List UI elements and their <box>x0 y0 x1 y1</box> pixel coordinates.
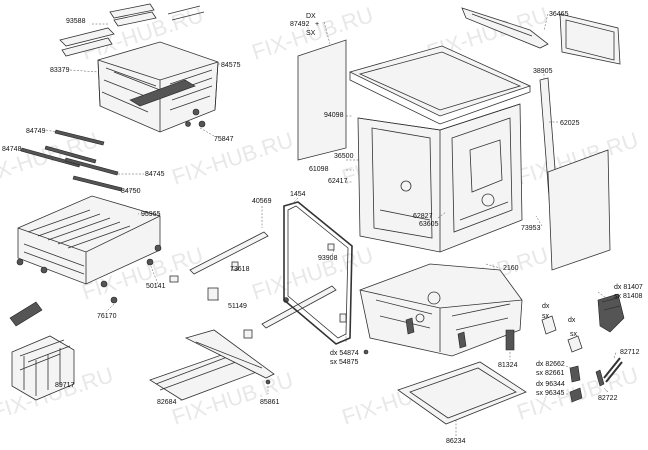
label-73618: 73618 <box>230 266 250 273</box>
label-82662: dx 82662 <box>536 361 565 368</box>
label-75847: 75847 <box>214 136 234 143</box>
label-94098: 94098 <box>324 112 344 119</box>
label-63605: 63605 <box>419 221 439 228</box>
label-sx-mid2: sx <box>570 331 578 338</box>
label-81324: 81324 <box>498 362 518 369</box>
cutlery-basket <box>11 335 75 401</box>
side-panel-right <box>547 149 611 271</box>
label-87492: 87492 <box>290 21 310 28</box>
label-sx-mid: sx <box>542 313 550 320</box>
label-51149: 51149 <box>228 303 247 310</box>
label-54874: dx 54874 <box>330 350 359 357</box>
label-84750: 84750 <box>121 188 141 195</box>
label-54875: sx 54875 <box>330 359 359 366</box>
label-50141: 50141 <box>146 283 166 290</box>
label-82722: 82722 <box>598 395 618 402</box>
watermark-9: FIX-HUB.RU <box>249 242 376 305</box>
leader-lines <box>20 13 617 436</box>
label-85861: 85861 <box>260 399 280 406</box>
label-dx-mid2: dx <box>568 317 576 324</box>
foot-81324 <box>505 329 515 351</box>
side-panel-left <box>297 39 347 161</box>
lower-basket <box>16 195 162 288</box>
label-81408: sx 81408 <box>614 293 643 300</box>
label-86234: 86234 <box>446 438 466 445</box>
label-dx-top: DX <box>306 13 316 20</box>
top-frame <box>461 7 549 49</box>
label-40569: 40569 <box>252 198 272 205</box>
label-62417: 62417 <box>328 178 348 185</box>
label-plus: + <box>315 21 319 28</box>
label-93908: 93908 <box>318 255 338 262</box>
label-82661: sx 82661 <box>536 370 565 377</box>
label-dx-mid: dx <box>542 303 550 310</box>
rear-cover <box>559 13 621 65</box>
label-82684: 82684 <box>157 399 177 406</box>
cup-rack-top <box>59 3 205 57</box>
label-96344: dx 96344 <box>536 381 565 388</box>
label-84745: 84745 <box>145 171 165 178</box>
label-82712: 82712 <box>620 349 640 356</box>
label-38905: 38905 <box>533 68 553 75</box>
label-sx-top: SX <box>306 30 316 37</box>
label-84749: 84749 <box>26 128 46 135</box>
worktop <box>348 45 532 125</box>
basket-rails <box>189 231 337 339</box>
label-62827: 62827 <box>413 213 433 220</box>
label-96345: sx 96345 <box>536 390 565 397</box>
label-84575: 84575 <box>221 62 241 69</box>
label-81407: dx 81407 <box>614 284 643 291</box>
label-93588: 93588 <box>66 18 86 25</box>
label-84748: 84748 <box>2 146 22 153</box>
label-73953: 73953 <box>521 225 541 232</box>
label-83379: 83379 <box>50 67 70 74</box>
label-89717: 89717 <box>55 382 75 389</box>
label-36465: 36465 <box>549 11 569 18</box>
door-rail <box>184 329 275 385</box>
upper-basket <box>97 41 219 133</box>
cutlery-strips <box>20 129 123 192</box>
part-labels: 93588 83379 84575 75847 84749 84748 8474… <box>2 11 643 445</box>
tub-body <box>357 103 523 253</box>
label-61098: 61098 <box>309 166 329 173</box>
base-assembly <box>359 263 523 357</box>
small-connectors <box>327 243 369 355</box>
basket-handle-part <box>9 275 179 327</box>
label-2160: 2160 <box>503 265 519 272</box>
base-tray <box>397 361 527 425</box>
label-1454: 1454 <box>290 191 306 198</box>
hinge-parts <box>541 293 625 403</box>
basket-rollers-upper <box>185 108 206 128</box>
label-36500: 36500 <box>334 153 354 160</box>
label-62025: 62025 <box>560 120 580 127</box>
label-95965: 95965 <box>141 211 161 218</box>
label-76170: 76170 <box>97 313 117 320</box>
